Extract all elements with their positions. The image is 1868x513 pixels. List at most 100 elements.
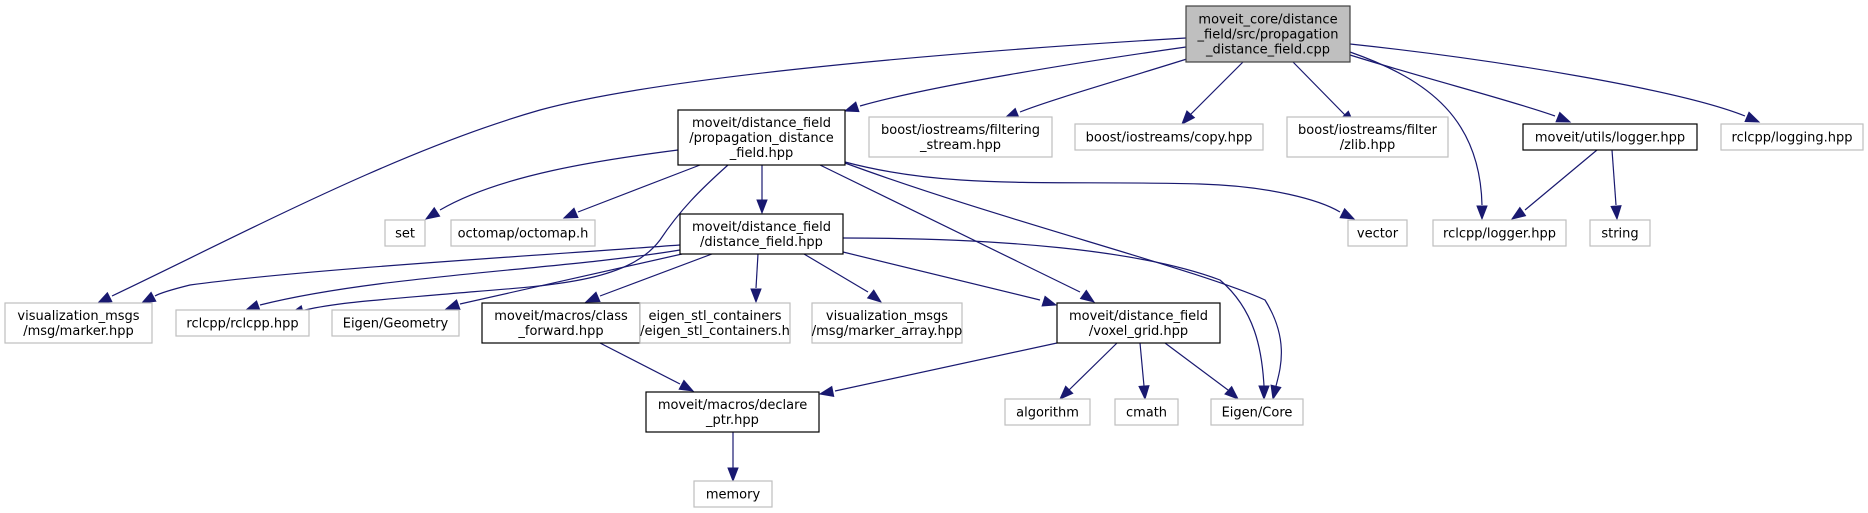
edge-root-to-rclcpp_logger	[1349, 51, 1488, 221]
edge-line	[1292, 61, 1346, 116]
edge-line	[755, 253, 759, 289]
edge-root-to-zlib	[1292, 61, 1355, 125]
edge-root-to-filtering_stream	[1003, 57, 1191, 119]
node-box	[384, 219, 426, 247]
edge-prop_df-to-distance_field	[756, 165, 768, 215]
node-zlib: boost/iostreams/filter/zlib.hpp	[1286, 116, 1449, 158]
node-label: moveit/macros/class	[494, 309, 628, 324]
node-box	[1056, 302, 1221, 344]
edge-prop_df-to-set	[424, 149, 679, 220]
node-label: memory	[706, 488, 761, 503]
node-label: moveit/distance_field	[692, 116, 831, 131]
node-box	[645, 391, 820, 433]
edge-line	[1349, 51, 1483, 206]
node-label: /distance_field.hpp	[700, 235, 823, 250]
edge-line	[803, 253, 869, 293]
edge-distance_field-to-class_forward	[584, 253, 713, 303]
node-vector: vector	[1347, 219, 1408, 247]
node-box	[1004, 398, 1091, 426]
node-label: Eigen/Core	[1222, 406, 1293, 421]
arrowhead-icon	[1744, 111, 1761, 123]
node-string: string	[1589, 219, 1651, 247]
node-label: visualization_msgs	[826, 309, 948, 324]
edge-line	[259, 249, 681, 306]
arrowhead-icon	[1610, 205, 1622, 221]
arrowhead-icon	[1041, 295, 1058, 307]
edge-prop_df-to-eigen_core	[844, 162, 1282, 401]
edge-class_forward-to-declare_ptr	[599, 342, 695, 392]
edge-line	[844, 161, 1341, 213]
arrowhead-icon	[1224, 385, 1240, 400]
node-label: _stream.hpp	[919, 138, 1001, 153]
edge-prop_df-to-octomap	[562, 164, 701, 219]
node-class-forward[interactable]: moveit/macros/class_forward.hpp	[481, 302, 641, 344]
arrowhead-icon	[750, 288, 762, 304]
edge-line	[599, 253, 713, 297]
node-box	[693, 480, 773, 508]
edge-line	[459, 253, 683, 305]
edge-line	[1019, 57, 1191, 113]
arrowhead-icon	[562, 207, 579, 219]
node-label: moveit_core/distance	[1198, 13, 1337, 28]
edge-root-to-copy	[1181, 61, 1244, 126]
node-label: boost/iostreams/filter	[1298, 123, 1438, 138]
edge-root-to-prop_df	[843, 46, 1187, 113]
edge-distance_field-to-eigen_core	[842, 237, 1270, 401]
edge-root-to-marker	[96, 37, 1187, 304]
arrowhead-icon	[866, 289, 883, 303]
node-box	[679, 213, 844, 255]
node-prop-df[interactable]: moveit/distance_field/propagation_distan…	[677, 109, 846, 166]
arrowhead-icon	[444, 299, 461, 310]
edge-distance_field-to-marker	[140, 244, 681, 304]
node-marker: visualization_msgs/msg/marker.hpp	[4, 302, 153, 344]
node-box	[1210, 398, 1304, 426]
node-box	[1347, 219, 1408, 247]
edge-prop_df-to-voxel_grid	[819, 164, 1096, 303]
node-label: vector	[1357, 227, 1399, 242]
node-rclcpp-logging: rclcpp/logging.hpp	[1720, 123, 1864, 151]
node-label: eigen_stl_containers	[649, 309, 782, 324]
edge-line	[1349, 43, 1746, 117]
arrowhead-icon	[678, 379, 695, 392]
node-label: _ptr.hpp	[705, 413, 759, 428]
node-label: /eigen_stl_containers.h	[640, 324, 790, 339]
node-box	[1589, 219, 1651, 247]
edge-line	[599, 342, 681, 385]
node-utils-logger[interactable]: moveit/utils/logger.hpp	[1522, 123, 1698, 151]
node-voxel-grid[interactable]: moveit/distance_field/voxel_grid.hpp	[1056, 302, 1221, 344]
edge-line	[111, 37, 1187, 297]
arrowhead-icon	[1510, 206, 1527, 220]
arrowhead-icon	[96, 291, 113, 304]
node-label: /msg/marker_array.hpp	[812, 324, 962, 339]
node-label: visualization_msgs	[17, 309, 139, 324]
node-declare-ptr[interactable]: moveit/macros/declare_ptr.hpp	[645, 391, 820, 433]
node-rclcpp-logger: rclcpp/logger.hpp	[1432, 219, 1567, 247]
node-distance-field[interactable]: moveit/distance_field/distance_field.hpp	[679, 213, 844, 255]
node-octomap: octomap/octomap.h	[450, 219, 596, 247]
node-label: moveit/distance_field	[692, 220, 831, 235]
edge-line	[859, 46, 1187, 107]
node-label: cmath	[1126, 406, 1167, 421]
edge-root-to-rclcpp_logging	[1349, 43, 1761, 123]
node-set: set	[384, 219, 426, 247]
node-label: set	[395, 227, 415, 242]
node-box	[1074, 123, 1264, 151]
node-filtering-stream: boost/iostreams/filtering_stream.hpp	[868, 116, 1053, 158]
arrowhead-icon	[1059, 385, 1074, 400]
node-copy: boost/iostreams/copy.hpp	[1074, 123, 1264, 151]
arrowhead-icon	[756, 199, 768, 215]
edge-voxel_grid-to-declare_ptr	[818, 342, 1058, 397]
node-label: rclcpp/logger.hpp	[1443, 227, 1556, 242]
edge-line	[304, 164, 729, 311]
node-cmath: cmath	[1114, 398, 1179, 426]
arrowhead-icon	[244, 300, 261, 311]
node-label: _field.hpp	[729, 146, 793, 161]
arrowhead-icon	[584, 291, 601, 303]
edge-line	[842, 251, 1041, 301]
node-box	[1286, 116, 1449, 158]
arrowhead-icon	[843, 101, 860, 113]
arrowhead-icon	[1258, 385, 1270, 401]
node-label: /zlib.hpp	[1340, 138, 1396, 153]
node-label: string	[1601, 227, 1638, 242]
edge-utils_logger-to-rclcpp_logger	[1510, 149, 1598, 220]
